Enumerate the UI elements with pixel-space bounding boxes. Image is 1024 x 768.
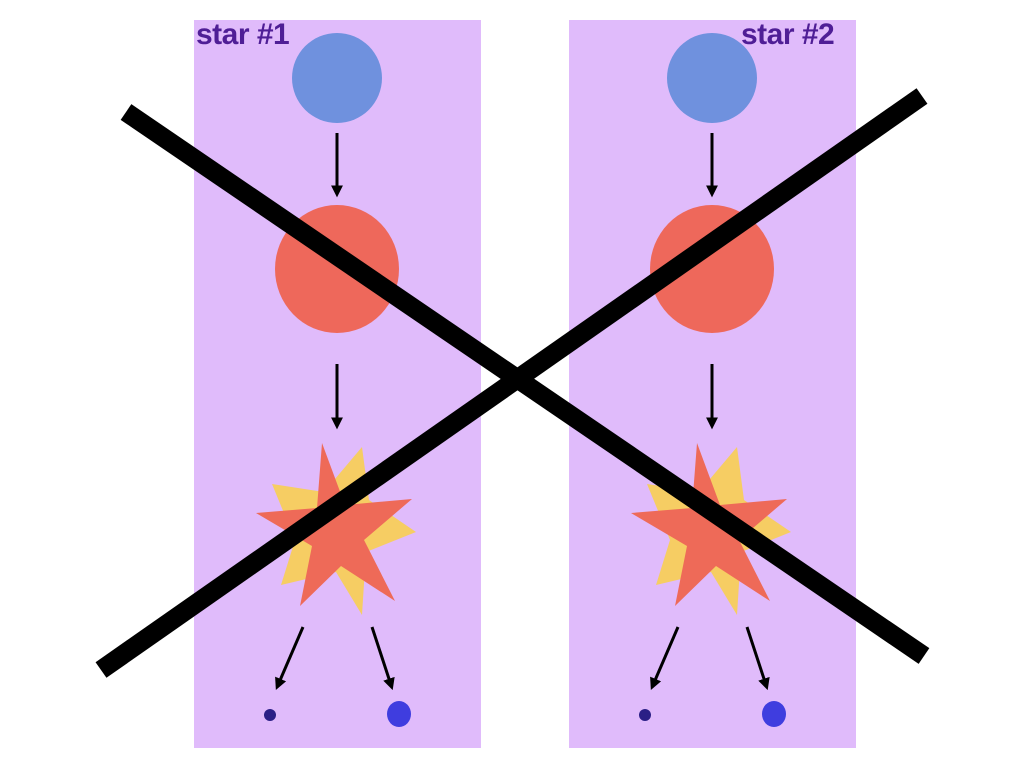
initial-star-1 — [292, 33, 382, 123]
down-arrow-icon — [275, 626, 305, 690]
remnant-small-2 — [639, 709, 651, 721]
star-2-label: star #2 — [741, 18, 835, 51]
remnant-large-1 — [387, 701, 411, 727]
explosion-star-icon — [256, 443, 416, 615]
remnant-small-1 — [264, 709, 276, 721]
star-1-label: star #1 — [196, 18, 290, 51]
initial-star-2 — [667, 33, 757, 123]
red-giant-2 — [650, 205, 774, 333]
remnant-large-2 — [762, 701, 786, 727]
cross-stroke-up — [95, 88, 928, 678]
star-2-lifecycle — [631, 33, 791, 727]
star-1-lifecycle — [256, 33, 416, 727]
down-arrow-icon — [745, 626, 770, 691]
down-arrow-icon — [650, 626, 680, 690]
explosion-star-icon — [631, 443, 791, 615]
down-arrow-icon — [370, 626, 395, 691]
